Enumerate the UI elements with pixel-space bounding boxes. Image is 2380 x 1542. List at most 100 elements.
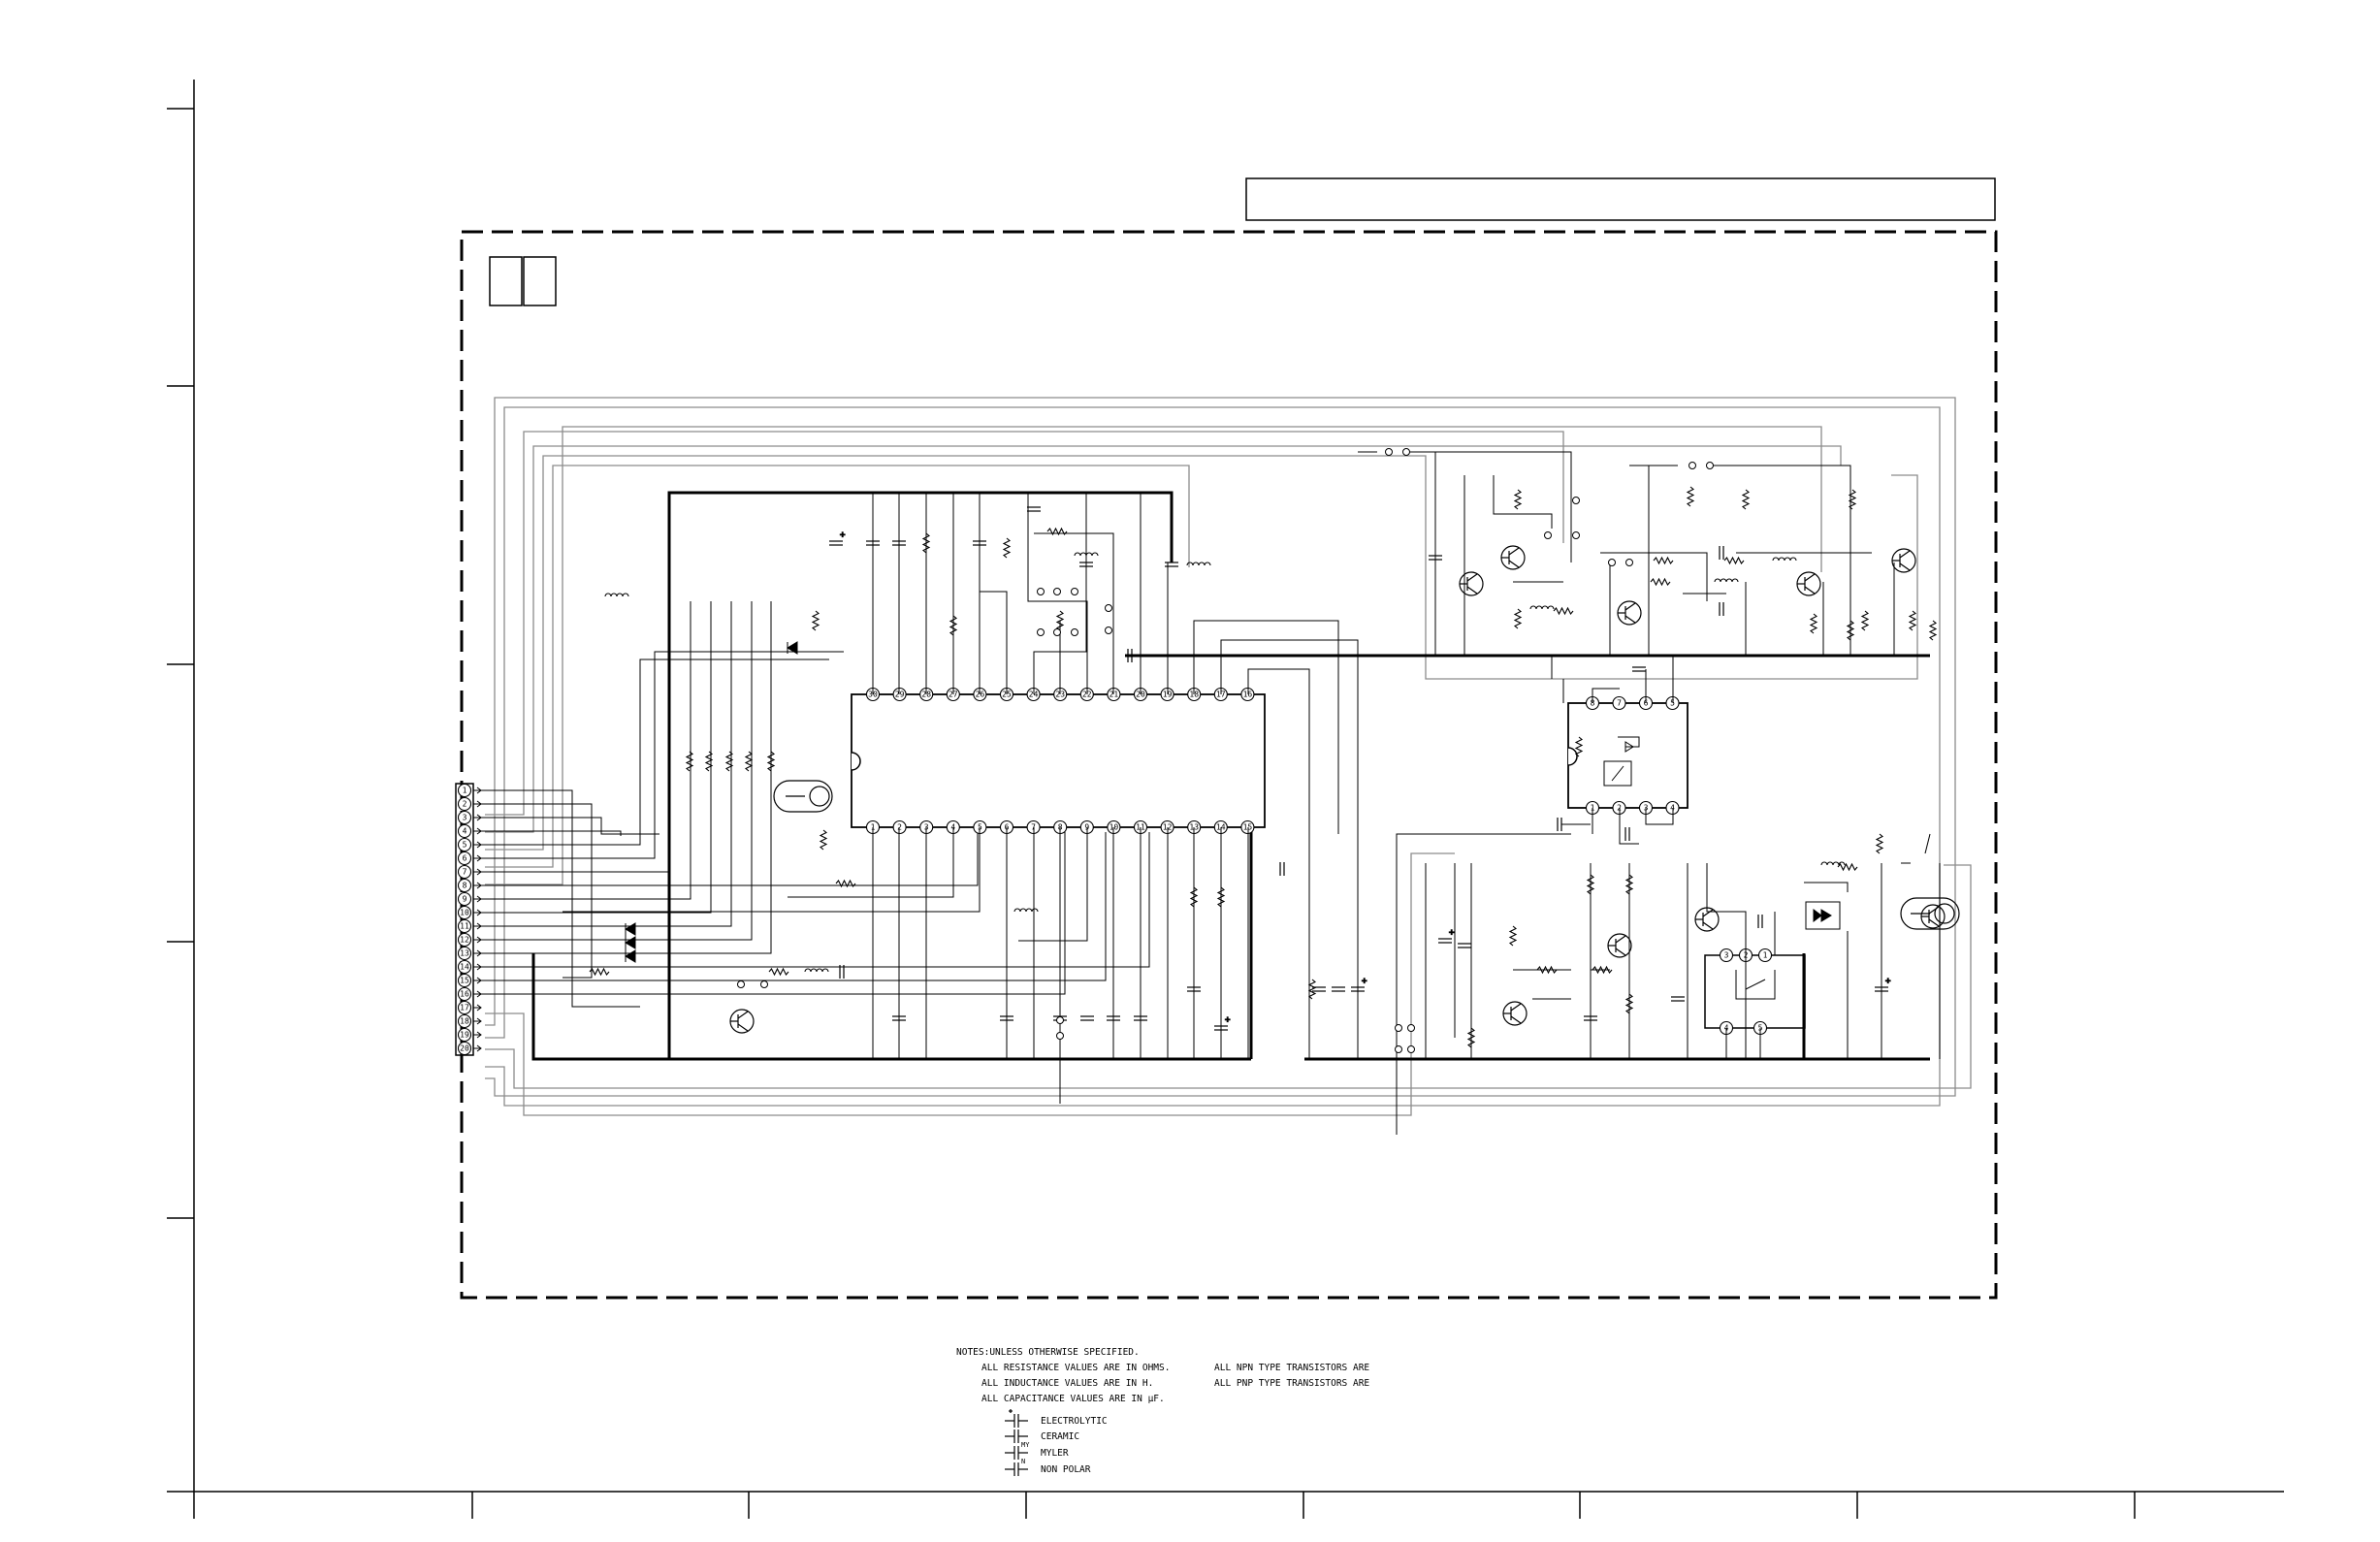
resistor bbox=[1837, 862, 1858, 872]
capacitor bbox=[1000, 1015, 1013, 1021]
resistor bbox=[1846, 620, 1855, 641]
main-ic-pin-15: 15 bbox=[1240, 819, 1255, 835]
capacitor bbox=[1107, 1015, 1120, 1021]
resistor bbox=[835, 879, 856, 888]
resistor bbox=[811, 610, 820, 631]
resistor bbox=[1216, 886, 1226, 908]
filter-pin-3: 3 bbox=[1719, 948, 1734, 963]
electrolytic-capacitor: + bbox=[1351, 976, 1368, 992]
capacitor bbox=[1079, 562, 1093, 567]
svg-text:+: + bbox=[1449, 928, 1455, 938]
main-ic-pin-label: 29 bbox=[895, 691, 905, 699]
capacitor bbox=[1584, 1015, 1597, 1021]
page-frame bbox=[167, 80, 2284, 1519]
main-ic-leads bbox=[563, 493, 1359, 1104]
non-polar-capacitor-icon bbox=[1005, 1462, 1028, 1476]
capacitor bbox=[1279, 862, 1285, 876]
connector-pin-label: 1 bbox=[463, 787, 467, 795]
resistor bbox=[1536, 965, 1558, 975]
test-point bbox=[1572, 497, 1580, 504]
resistor bbox=[1574, 736, 1584, 757]
connector-pin-9: 9 bbox=[457, 891, 472, 907]
small-ic-pin-label: 7 bbox=[1617, 699, 1622, 708]
test-point bbox=[760, 980, 768, 988]
capacitors: +++++ bbox=[829, 506, 1892, 1031]
connector-pin-6: 6 bbox=[457, 851, 472, 866]
inductor bbox=[604, 593, 629, 597]
connector-pin-label: 3 bbox=[463, 814, 467, 822]
connector-pin-label: 16 bbox=[460, 990, 469, 999]
legend-electrolytic: ELECTROLYTIC bbox=[1041, 1416, 1108, 1427]
capacitor bbox=[1027, 506, 1041, 512]
capacitor bbox=[1429, 555, 1442, 561]
resistor bbox=[1307, 979, 1317, 1000]
connector-pin-label: 19 bbox=[460, 1031, 469, 1040]
test-point bbox=[1053, 628, 1061, 636]
transistor bbox=[1617, 600, 1642, 626]
connector-pin-label: 18 bbox=[460, 1017, 469, 1026]
capacitor bbox=[1187, 986, 1201, 992]
svg-text:+: + bbox=[1225, 1015, 1231, 1025]
transistor bbox=[1920, 904, 1946, 929]
resistor bbox=[1508, 925, 1518, 947]
connector-pin-label: 17 bbox=[460, 1004, 469, 1012]
capacitor bbox=[1557, 818, 1562, 831]
resistor bbox=[1650, 577, 1671, 587]
capacitor bbox=[1458, 943, 1471, 948]
photo-coupler-right bbox=[1900, 897, 1960, 930]
inductor bbox=[1013, 908, 1039, 913]
inductor bbox=[1529, 605, 1555, 610]
connector-traces bbox=[480, 601, 1150, 1008]
right-wiring bbox=[1358, 451, 1941, 1135]
capacitor bbox=[1757, 915, 1763, 928]
connector-pin-15: 15 bbox=[457, 973, 472, 988]
capacitor bbox=[1127, 649, 1133, 662]
test-point bbox=[1037, 628, 1045, 636]
connector-pin-18: 18 bbox=[457, 1013, 472, 1029]
resistor bbox=[1741, 489, 1751, 510]
transistor bbox=[1502, 1001, 1528, 1026]
resistors bbox=[589, 486, 1938, 1048]
inductor bbox=[1820, 861, 1846, 866]
capacitor bbox=[1671, 996, 1685, 1002]
connector-pin-13: 13 bbox=[457, 946, 472, 961]
supply-rails bbox=[531, 491, 1930, 1061]
resistor bbox=[704, 751, 714, 772]
resistor bbox=[1624, 993, 1634, 1014]
bus-loops bbox=[485, 397, 1972, 1116]
test-point bbox=[1056, 1016, 1064, 1024]
connector-pin-11: 11 bbox=[457, 918, 472, 934]
connector-pin-5: 5 bbox=[457, 837, 472, 852]
legend-nonpolar: NON POLAR bbox=[1041, 1464, 1091, 1475]
connector-pin-label: 2 bbox=[463, 800, 467, 809]
capacitor bbox=[866, 540, 880, 546]
ceramic-capacitor-icon bbox=[1005, 1430, 1028, 1443]
test-point bbox=[1689, 462, 1696, 469]
resistor bbox=[949, 615, 958, 636]
test-point bbox=[1395, 1045, 1402, 1053]
connector-pin-label: 5 bbox=[463, 841, 467, 850]
notes-line-capacitance: ALL CAPACITANCE VALUES ARE IN μF. bbox=[981, 1394, 1165, 1404]
resistor bbox=[1908, 610, 1917, 631]
capacitor bbox=[1134, 1015, 1147, 1021]
test-point bbox=[1706, 462, 1714, 469]
resistor bbox=[1553, 606, 1574, 616]
connector-pin-16: 16 bbox=[457, 986, 472, 1002]
resistor bbox=[1848, 489, 1857, 510]
test-point bbox=[1105, 626, 1112, 634]
resistor bbox=[724, 751, 734, 772]
filter-pin-label: 3 bbox=[1724, 951, 1729, 960]
transistor bbox=[1607, 933, 1632, 958]
test-point bbox=[1407, 1024, 1415, 1032]
resistor bbox=[1723, 556, 1745, 565]
board-id-box-1 bbox=[489, 256, 523, 306]
transistors bbox=[729, 545, 1946, 1034]
resistor bbox=[1686, 486, 1695, 507]
legend-nonpolar-mark: N bbox=[1021, 1458, 1025, 1465]
resistor bbox=[1653, 556, 1674, 565]
resistor bbox=[1189, 886, 1199, 908]
test-point bbox=[1053, 588, 1061, 595]
resistor bbox=[685, 751, 694, 772]
connector-pin-19: 19 bbox=[457, 1027, 472, 1043]
